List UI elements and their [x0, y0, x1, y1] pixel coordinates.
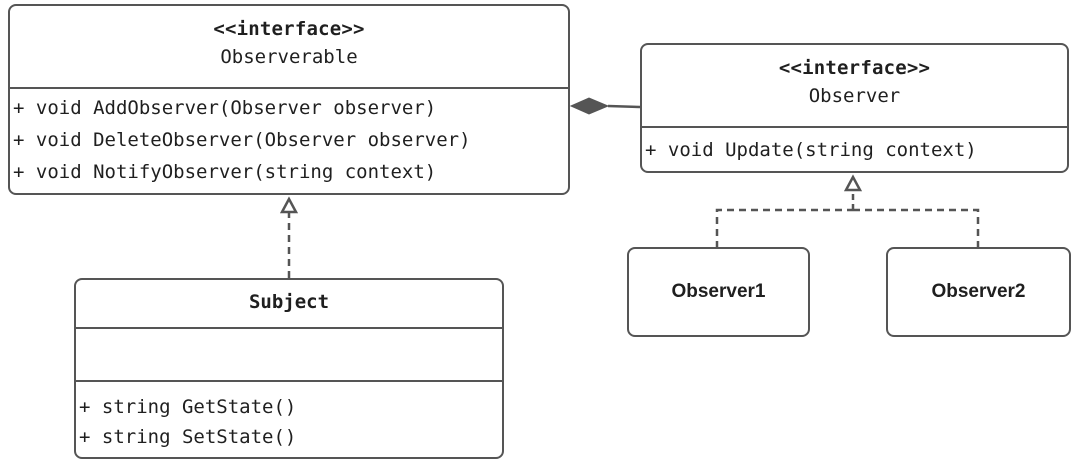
- subject-attributes: [76, 327, 502, 380]
- composition-diamond-icon: [569, 97, 610, 115]
- method-delete-observer: + void DeleteObserver(Observer observer): [13, 129, 471, 151]
- method-set-state: + string SetState(): [79, 426, 297, 448]
- subject-realization-arrowhead-icon: [279, 196, 299, 214]
- subject-class-name: Subject: [248, 291, 330, 313]
- observer-interface-box: <<interface>> Observer + void Update(str…: [640, 43, 1069, 173]
- observer2-class-name: Observer2: [931, 281, 1026, 302]
- observer-class-name: Observer: [808, 85, 901, 107]
- observer1-class-name: Observer1: [671, 281, 766, 302]
- composition-line: [607, 104, 641, 109]
- method-update: + void Update(string context): [645, 139, 977, 161]
- subject-methods: + string GetState() + string SetState(): [76, 380, 502, 452]
- observer1-realization-line: [715, 208, 853, 248]
- subject-header: Subject: [76, 280, 502, 327]
- observerable-class-name: Observerable: [220, 46, 358, 68]
- observer-header: <<interface>> Observer: [642, 45, 1067, 126]
- observer2-class-box: Observer2: [886, 247, 1071, 337]
- observerable-methods: + void AddObserver(Observer observer) + …: [10, 87, 568, 188]
- observerable-interface-box: <<interface>> Observerable + void AddObs…: [8, 4, 570, 195]
- observerable-header: <<interface>> Observerable: [10, 6, 568, 87]
- method-notify-observer: + void NotifyObserver(string context): [13, 161, 437, 183]
- observer-realization-arrowhead-icon: [843, 174, 863, 192]
- observer-methods: + void Update(string context): [642, 126, 1067, 166]
- subject-class-box: Subject + string GetState() + string Set…: [74, 278, 504, 459]
- method-get-state: + string GetState(): [79, 396, 297, 418]
- observer1-class-box: Observer1: [627, 247, 810, 337]
- observer2-realization-line: [853, 208, 980, 248]
- observer-stereotype: <<interface>>: [778, 57, 931, 79]
- observerable-stereotype: <<interface>>: [213, 18, 365, 40]
- method-add-observer: + void AddObserver(Observer observer): [13, 97, 437, 119]
